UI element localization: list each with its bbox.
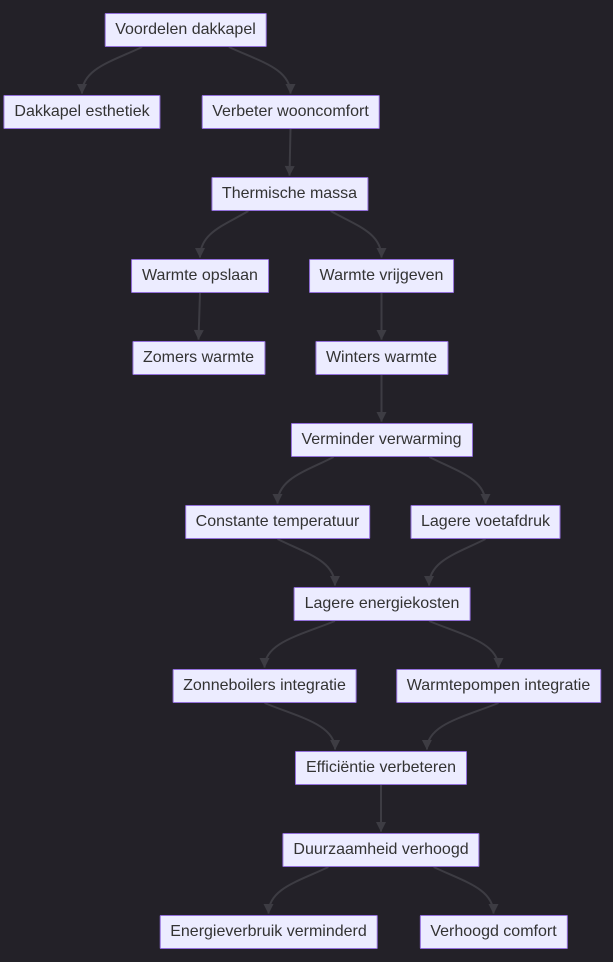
edge-A-B [77, 46, 143, 94]
edge-C-D [284, 128, 295, 176]
node-L: Lagere energiekosten [293, 587, 471, 621]
node-E: Warmte opslaan [131, 259, 269, 293]
edge-L-M [259, 620, 336, 668]
node-K: Lagere voetafdruk [410, 505, 561, 539]
edge-P-R [433, 866, 499, 914]
edge-I-K [428, 456, 491, 504]
node-H: Winters warmte [314, 341, 449, 375]
edge-L-N [428, 620, 504, 668]
node-G: Zomers warmte [131, 341, 266, 375]
edge-K-L [424, 538, 486, 586]
node-N: Warmtepompen integratie [395, 669, 602, 703]
node-J: Constante temperatuur [184, 505, 371, 539]
node-I: Verminder verwarming [290, 423, 473, 457]
node-B: Dakkapel esthetiek [3, 95, 161, 129]
node-M: Zonneboilers integratie [172, 669, 357, 703]
edge-D-E [195, 210, 249, 258]
node-D: Thermische massa [210, 177, 369, 211]
edge-A-C [228, 46, 296, 94]
edge-J-L [277, 538, 340, 586]
node-A: Voordelen dakkapel [104, 13, 267, 47]
node-R: Verhoogd comfort [419, 915, 568, 949]
edge-M-O [264, 702, 341, 750]
node-O: Efficiëntie verbeteren [294, 751, 468, 785]
node-C: Verbeter wooncomfort [201, 95, 380, 129]
edge-D-F [330, 210, 387, 258]
edge-P-Q [263, 866, 329, 914]
node-P: Duurzaamheid verhoogd [282, 833, 480, 867]
edge-N-O [421, 702, 499, 750]
node-Q: Energieverbruik verminderd [159, 915, 378, 949]
edge-I-J [272, 456, 335, 504]
edge-E-G [193, 292, 204, 340]
node-F: Warmte vrijgeven [308, 259, 455, 293]
